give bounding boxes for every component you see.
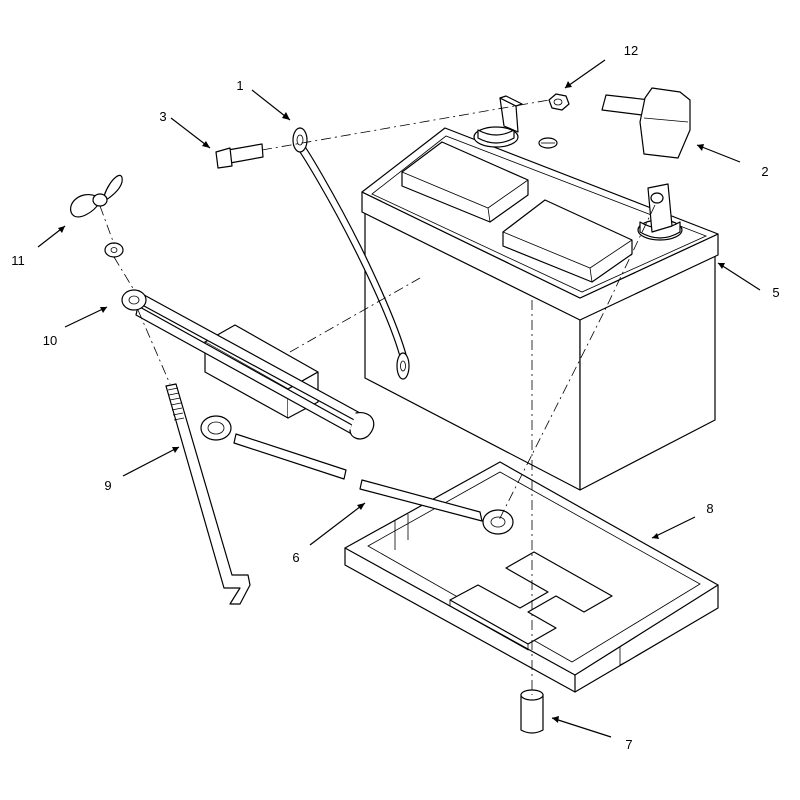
callout-9: 9 (104, 478, 111, 493)
callout-12: 12 (624, 43, 638, 58)
assembly-centerlines (99, 99, 656, 695)
battery-cable (292, 127, 410, 380)
callout-labels: 1 2 3 5 6 7 8 9 10 11 12 (11, 43, 779, 752)
callout-11: 11 (11, 253, 25, 268)
callout-8: 8 (706, 501, 713, 516)
tray-pin (520, 689, 544, 734)
callout-5: 5 (772, 285, 779, 300)
callout-2: 2 (761, 164, 768, 179)
hold-down-bracket (121, 289, 375, 440)
nut (548, 93, 570, 111)
terminal-rear (473, 95, 523, 148)
terminal-front (637, 183, 683, 241)
battery (361, 95, 719, 491)
callout-1: 1 (236, 78, 243, 93)
leader-lines (37, 59, 761, 738)
terminal-boot (601, 87, 691, 159)
leader-arrowheads (58, 81, 725, 723)
callout-7: 7 (625, 737, 632, 752)
callout-6: 6 (292, 550, 299, 565)
ground-cable (200, 415, 514, 535)
j-bolt (165, 383, 251, 605)
callout-3: 3 (159, 109, 166, 124)
battery-tray (344, 461, 719, 693)
callout-10: 10 (43, 333, 57, 348)
washer (104, 242, 124, 258)
wing-nut (70, 174, 123, 218)
bolt (215, 143, 264, 169)
